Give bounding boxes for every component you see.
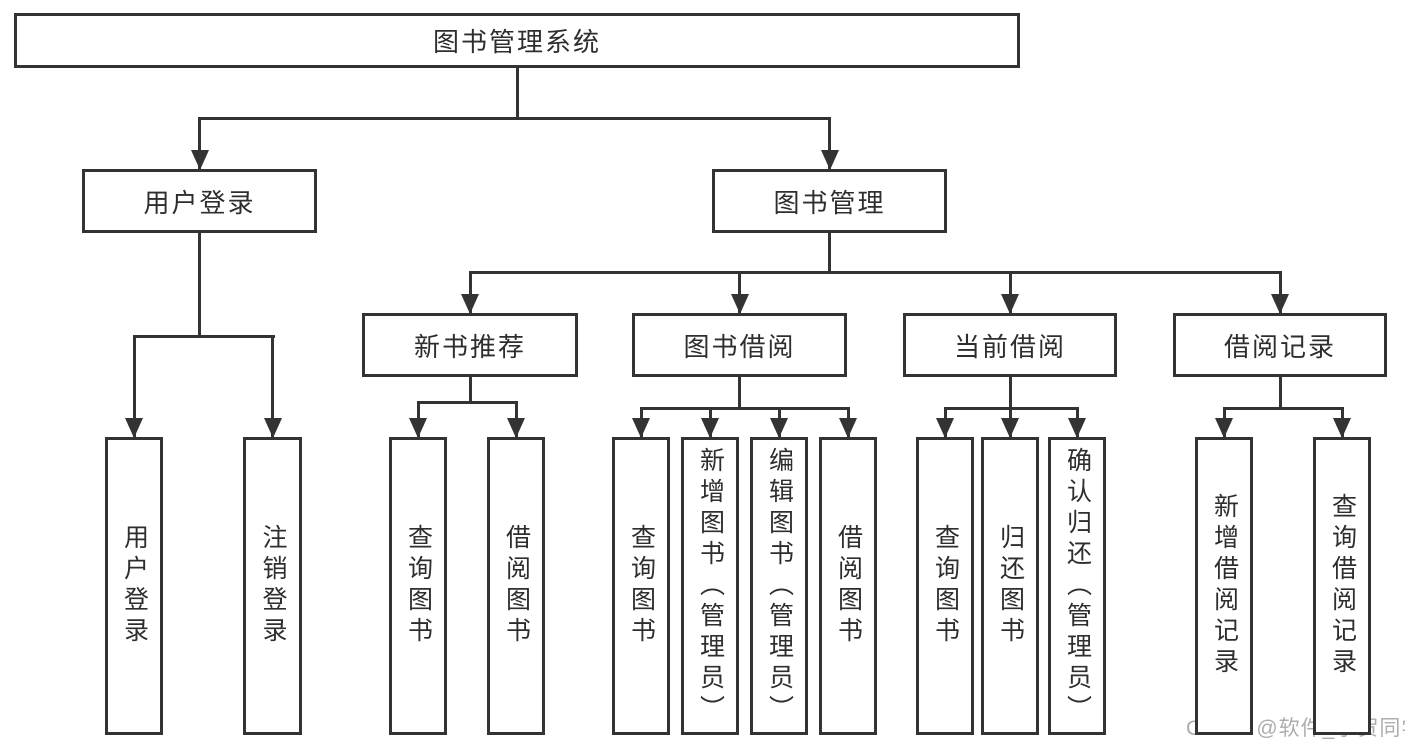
connector-line [1009, 377, 1012, 408]
node-label: 归还图书 [996, 524, 1025, 648]
connector-line [417, 401, 518, 404]
connector-line [738, 377, 741, 408]
node-bb-borrow: 借阅图书 [819, 437, 877, 735]
node-br-query: 查询借阅记录 [1313, 437, 1371, 735]
node-cb-confirm: 确认归还（管理员） [1048, 437, 1106, 735]
connector-line [516, 68, 519, 118]
node-new-book: 新书推荐 [362, 313, 578, 377]
arrow-down-icon [125, 418, 143, 438]
arrow-down-icon [1068, 418, 1086, 438]
arrow-down-icon [1001, 294, 1019, 314]
connector-line [1223, 407, 1344, 410]
node-label: 查询借阅记录 [1328, 493, 1357, 679]
arrow-down-icon [936, 418, 954, 438]
arrow-down-icon [821, 150, 839, 170]
node-label: 借阅记录 [1223, 331, 1336, 362]
arrow-down-icon [770, 418, 788, 438]
node-logout-leaf: 注销登录 [243, 437, 302, 735]
connector-line [1279, 377, 1282, 408]
node-bb-edit: 编辑图书（管理员） [750, 437, 808, 735]
node-label: 确认归还（管理员） [1063, 446, 1092, 726]
arrow-down-icon [701, 418, 719, 438]
node-label: 图书管理系统 [432, 27, 601, 57]
node-user-login: 用户登录 [82, 169, 317, 233]
node-label: 注销登录 [259, 524, 287, 648]
arrow-down-icon [632, 418, 650, 438]
connector-line [738, 272, 741, 313]
node-cb-query: 查询图书 [916, 437, 974, 735]
arrow-down-icon [1215, 418, 1233, 438]
connector-line [271, 336, 274, 437]
node-user-login-leaf: 用户登录 [105, 437, 163, 735]
node-label: 用户登录 [120, 524, 149, 648]
connector-line [469, 377, 472, 402]
node-book-borrow: 图书借阅 [632, 313, 847, 377]
node-label: 查询图书 [627, 524, 656, 648]
node-label: 查询图书 [404, 524, 433, 648]
node-label: 借阅图书 [834, 524, 863, 648]
connector-line [828, 118, 831, 169]
node-br-add: 新增借阅记录 [1195, 437, 1253, 735]
node-label: 查询图书 [931, 524, 960, 648]
node-book-mgmt: 图书管理 [712, 169, 947, 233]
node-nb-query: 查询图书 [389, 437, 447, 735]
node-nb-borrow: 借阅图书 [487, 437, 545, 735]
node-label: 用户登录 [143, 187, 256, 218]
node-root: 图书管理系统 [14, 13, 1020, 68]
arrow-down-icon [839, 418, 857, 438]
node-label: 新书推荐 [413, 331, 526, 362]
connector-line [198, 118, 201, 169]
node-bb-add: 新增图书（管理员） [681, 437, 739, 735]
connector-line [828, 233, 831, 272]
node-label: 新增借阅记录 [1210, 493, 1239, 679]
arrow-down-icon [461, 294, 479, 314]
node-bb-query: 查询图书 [612, 437, 670, 735]
connector-line [133, 335, 275, 338]
arrow-down-icon [1001, 418, 1019, 438]
connector-line [469, 272, 472, 313]
arrow-down-icon [731, 294, 749, 314]
node-label: 当前借阅 [953, 331, 1066, 362]
connector-line [133, 336, 136, 437]
arrow-down-icon [191, 150, 209, 170]
node-label: 新增图书（管理员） [696, 446, 725, 726]
connector-line [198, 233, 201, 336]
node-current-borrow: 当前借阅 [903, 313, 1117, 377]
node-label: 编辑图书（管理员） [765, 446, 794, 726]
arrow-down-icon [1333, 418, 1351, 438]
connector-line [1279, 272, 1282, 313]
arrow-down-icon [264, 418, 282, 438]
connector-line [469, 271, 1282, 274]
node-label: 图书借阅 [683, 331, 796, 362]
arrow-down-icon [409, 418, 427, 438]
connector-line [640, 407, 850, 410]
arrow-down-icon [1271, 294, 1289, 314]
connector-line [198, 117, 831, 120]
connector-line [1009, 272, 1012, 313]
node-label: 图书管理 [773, 187, 886, 218]
node-cb-return: 归还图书 [981, 437, 1039, 735]
node-label: 借阅图书 [502, 524, 531, 648]
arrow-down-icon [507, 418, 525, 438]
node-borrow-records: 借阅记录 [1173, 313, 1387, 377]
